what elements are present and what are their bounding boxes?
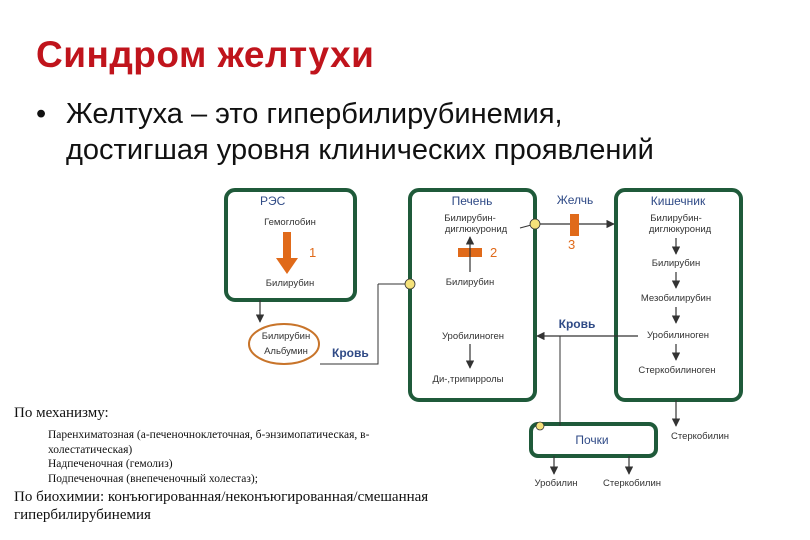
biochemistry-line-2: гипербилирубинемия: [14, 507, 151, 523]
blood-label-upper: Кровь: [559, 317, 596, 331]
mechanism-heading: По механизму:: [14, 405, 109, 421]
hemolysis-arrow: [276, 232, 298, 274]
mechanism-item-1-line-2: холестатическая): [48, 443, 133, 456]
urobilin-bottom: Уробилин: [534, 478, 577, 489]
junction-node-bile: [529, 218, 541, 230]
intestine-stercobilinogen: Стеркобилиноген: [638, 365, 715, 376]
kidneys-title: Почки: [575, 433, 608, 447]
liver-urobilinogen: Уробилиноген: [442, 331, 504, 342]
bile-block: [570, 214, 579, 236]
bile-step-number: 3: [568, 237, 575, 252]
intestine-bilirubin: Билирубин: [652, 258, 700, 269]
res-box: [224, 188, 357, 302]
mechanism-item-3: Подпеченочная (внепеченочный холестаз);: [48, 472, 258, 485]
intestine-box: [614, 188, 743, 402]
classification-notes: По механизму: Паренхиматозная (а-печеноч…: [14, 404, 534, 524]
blood-line-lower: [320, 284, 379, 365]
albumin-label: Альбумин: [264, 346, 308, 357]
mechanism-item-1-line-1: Паренхиматозная (а-печеночноклеточная, б…: [48, 429, 370, 441]
biochemistry-line-1: По биохимии: конъюгированная/неконъюгиро…: [14, 489, 429, 505]
liver-step-number: 2: [490, 245, 497, 260]
stercobilin-bottom: Стеркобилин: [603, 478, 661, 489]
intestine-diglucuronide-1: Билирубин-: [650, 213, 702, 224]
albumin-bilirubin: Билирубин: [262, 331, 310, 342]
blood-label-lower: Кровь: [332, 346, 369, 360]
junction-node-kidneys: [535, 421, 545, 431]
res-title: РЭС: [260, 194, 286, 208]
res-bilirubin: Билирубин: [266, 278, 314, 289]
albumin-complex-ellipse: [248, 323, 320, 365]
kidneys-box: [529, 422, 658, 458]
mechanism-item-2: Надпеченочная (гемолиз): [48, 458, 173, 470]
res-step-number: 1: [309, 245, 316, 260]
definition-line-1: Желтуха – это гипербилирубинемия,: [66, 98, 563, 130]
intestine-urobilinogen: Уробилиноген: [647, 330, 709, 341]
stercobilin-right: Стеркобилин: [671, 431, 729, 442]
definition-text: Желтуха – это гипербилирубинемия, достиг…: [66, 96, 766, 168]
intestine-diglucuronide-2: диглюкуронид: [649, 224, 712, 235]
liver-title: Печень: [452, 194, 493, 208]
liver-bilirubin: Билирубин: [446, 277, 494, 288]
liver-diglucuronide-1: Билирубин-: [444, 213, 496, 224]
slide-title: Синдром желтухи: [36, 34, 375, 75]
liver-dipyrroles: Ди-,трипирролы: [433, 374, 504, 385]
liver-box: [408, 188, 537, 402]
liver-diglucuronide-2: диглюкуронид: [445, 224, 508, 235]
definition-line-2: достигшая уровня клинических проявлений: [66, 134, 654, 166]
intestine-title: Кишечник: [651, 194, 706, 208]
junction-node-liver-in: [404, 278, 416, 290]
res-hemoglobin: Гемоглобин: [264, 217, 316, 228]
intestine-mesobilirubin: Мезобилирубин: [641, 293, 711, 304]
bullet-mark: •: [36, 98, 47, 130]
bile-label: Желчь: [557, 193, 593, 207]
